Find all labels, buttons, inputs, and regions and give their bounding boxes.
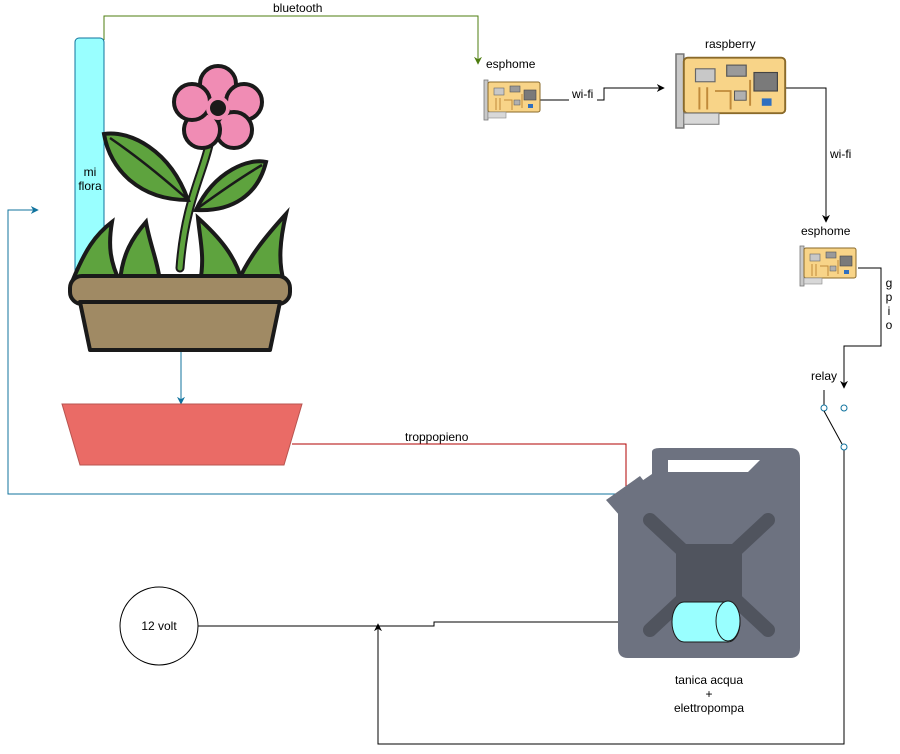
esphome-bottom-label: esphome xyxy=(801,224,851,238)
esphome-board-bottom xyxy=(799,245,857,287)
raspberry-board xyxy=(675,53,787,129)
relay-switch-icon xyxy=(820,390,848,451)
relay-label: relay xyxy=(811,369,837,383)
power-label: 12 volt xyxy=(141,619,177,633)
potted-flower-icon xyxy=(68,64,292,352)
bluetooth-connector xyxy=(103,15,482,65)
wifi-connector-2 xyxy=(784,87,830,223)
wifi-label-2: wi-fi xyxy=(829,147,851,161)
gpio-letter-g: g xyxy=(886,276,893,290)
tank-label-line1: tanica acqua xyxy=(675,673,743,687)
gpio-letter-p: p xyxy=(886,290,893,304)
power-source xyxy=(119,586,199,666)
gpio-connector xyxy=(840,267,882,389)
esphome-board-top xyxy=(483,79,541,121)
sensor-label-line1: mi xyxy=(84,165,97,179)
esphome-top-label: esphome xyxy=(486,57,536,71)
wifi-label-1: wi-fi xyxy=(571,87,593,101)
raspberry-label: raspberry xyxy=(705,37,756,51)
jerrycan-icon xyxy=(606,448,800,658)
troppopieno-label: troppopieno xyxy=(405,430,469,444)
gpio-letter-i: i xyxy=(888,304,891,318)
drip-tray xyxy=(61,403,303,466)
power-connector xyxy=(198,618,673,627)
bluetooth-label: bluetooth xyxy=(273,1,322,15)
sensor-label-line2: flora xyxy=(78,179,102,193)
pump-cylinder xyxy=(671,600,741,643)
tank-label-line2: + xyxy=(705,687,712,701)
tank-label-line3: elettropompa xyxy=(674,701,744,715)
wifi-connector-1 xyxy=(540,84,665,101)
overflow-connector xyxy=(292,443,673,618)
gpio-letter-o: o xyxy=(886,318,893,332)
relay-return-connector xyxy=(374,448,845,745)
